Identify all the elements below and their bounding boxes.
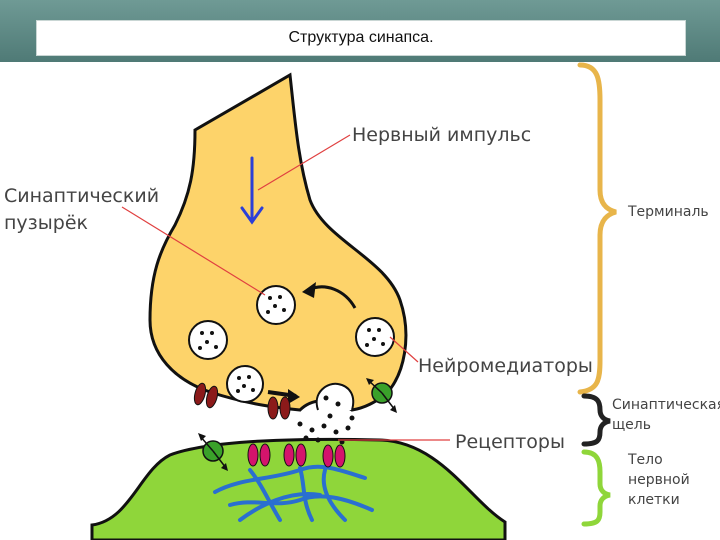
cell-body [90, 437, 507, 540]
label-nerve-impulse: Нервный импульс [352, 124, 532, 146]
fusing-vesicle [315, 382, 355, 411]
channel-left [193, 382, 219, 409]
vesicle-right [355, 317, 395, 357]
cycle-arrow [302, 282, 357, 309]
pump-cell [198, 433, 228, 471]
label-synaptic-cleft: Синаптическая щель [612, 397, 720, 433]
neurotransmitter-dots [297, 395, 355, 445]
label-neurotransmitters: Нейромедиаторы [418, 355, 593, 377]
vesicle-top [256, 285, 296, 325]
cleft-bracket [581, 393, 611, 447]
pointer-lines [121, 134, 450, 441]
pump-terminal [366, 378, 397, 413]
label-cell-body: Тело нервной клетки [628, 452, 690, 508]
label-vesicle: Синаптический пузырёк [4, 185, 160, 234]
cell-bracket [581, 449, 611, 527]
page-title: Структура синапса. [288, 29, 434, 46]
receptors-row [247, 443, 346, 468]
vesicle-bottom [226, 365, 264, 403]
label-receptors: Рецепторы [455, 431, 565, 453]
label-terminal: Терминаль [628, 204, 709, 220]
title-box: Структура синапса. [36, 20, 686, 56]
vesicle-left [188, 320, 228, 360]
dendrite-fibers [213, 464, 374, 522]
channel-right [267, 396, 291, 420]
terminal-bracket [577, 62, 617, 395]
release-arrow [267, 389, 300, 404]
impulse-arrow [240, 156, 264, 225]
